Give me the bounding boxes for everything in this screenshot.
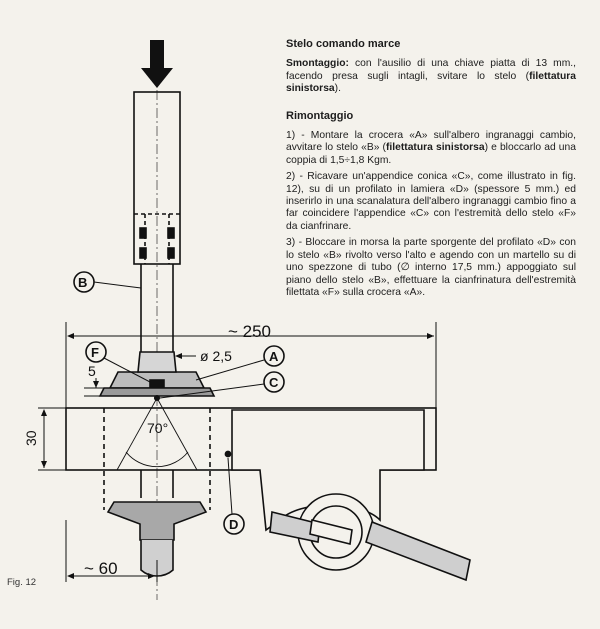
svg-text:B: B xyxy=(78,275,87,290)
force-arrow-icon xyxy=(141,40,173,88)
svg-text:C: C xyxy=(269,375,279,390)
dimension-5 xyxy=(84,378,110,397)
callout-B: B xyxy=(73,271,142,293)
dimension-width-label: ~ 250 xyxy=(228,322,271,341)
vise-handle xyxy=(269,493,471,582)
instructions-column: Stelo comando marce Smontaggio: con l'au… xyxy=(286,38,576,303)
crossmember-part xyxy=(98,351,216,397)
callout-A: A xyxy=(195,345,285,381)
angle-label: 70° xyxy=(147,420,168,436)
callout-C: C xyxy=(159,371,285,399)
gear-shaft-part xyxy=(106,470,208,577)
dimension-diameter-label: ø 2,5 xyxy=(200,348,232,364)
smontaggio-paragraph: Smontaggio: con l'ausilio di una chiave … xyxy=(286,58,576,95)
svg-text:A: A xyxy=(269,349,279,364)
section-title: Stelo comando marce xyxy=(286,38,401,50)
dimension-height-label: 30 xyxy=(23,430,39,446)
dimension-60 xyxy=(65,520,158,582)
step-3: 3) - Bloccare in morsa la parte sporgent… xyxy=(286,237,576,298)
callout-F: F xyxy=(85,341,151,383)
tube-part xyxy=(133,91,181,265)
step-2: 2) - Ricavare un'appendice conica «C», c… xyxy=(286,171,576,232)
dimension-thickness-label: 5 xyxy=(88,363,96,379)
svg-text:D: D xyxy=(229,517,238,532)
step-1: 1) - Montare la crocera «A» sull'albero … xyxy=(286,130,576,166)
callout-D: D xyxy=(223,457,245,535)
dimension-bottom-label: ~ 60 xyxy=(84,559,118,578)
dimension-250 xyxy=(65,322,437,408)
cone-angle xyxy=(116,394,198,471)
figure-caption: Fig. 12 xyxy=(7,577,37,588)
stem-part xyxy=(140,90,174,600)
dimension-30 xyxy=(38,407,66,471)
rimontaggio-title: Rimontaggio xyxy=(286,109,354,122)
svg-text:F: F xyxy=(91,345,99,360)
